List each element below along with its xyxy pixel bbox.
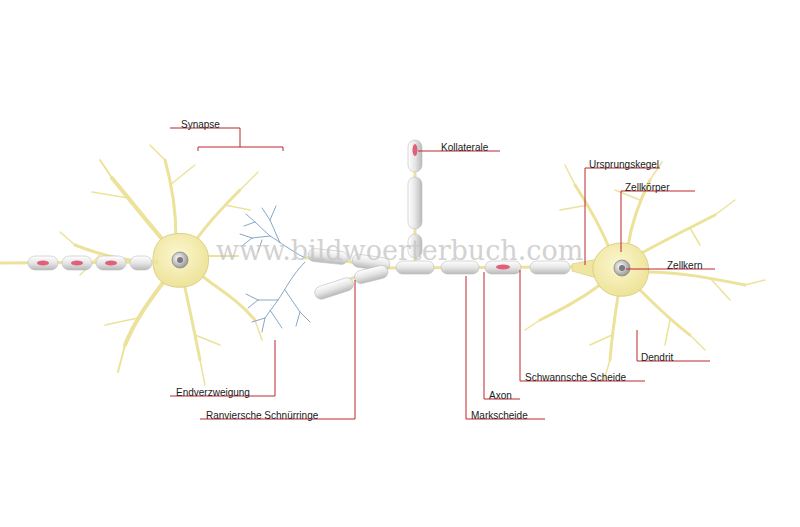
part-label: Ranviersche Schnürringe — [206, 410, 318, 421]
label-holder: Endverzweigung — [176, 382, 250, 400]
label-holder: Schwannsche Scheide — [525, 367, 626, 385]
part-label: Kollaterale — [441, 142, 488, 153]
label-holder: Ursprungskegel — [589, 154, 659, 172]
label-holder: Kollaterale — [441, 137, 488, 155]
myelin-middle — [307, 140, 570, 301]
part-label: Zellkern — [667, 260, 703, 271]
nucleolus-left — [177, 257, 183, 263]
part-label: Endverzweigung — [176, 387, 250, 398]
label-holder: Axon — [489, 385, 512, 403]
axon-middle — [305, 140, 575, 292]
watermark: www.bildwoerterbuch.com — [216, 235, 583, 266]
nucleolus-right — [619, 265, 625, 271]
part-label: Axon — [489, 390, 512, 401]
label-holder: www.bildwoerterbuch.com — [216, 236, 583, 266]
dendrites-right — [525, 162, 765, 380]
part-label: Schwannsche Scheide — [525, 372, 626, 383]
nucleus-left — [172, 252, 188, 268]
part-label: Markscheide — [471, 410, 528, 421]
cell-body-left — [153, 234, 209, 288]
myelin-left — [28, 256, 152, 270]
part-label: Dendrit — [641, 352, 673, 363]
label-holder: Zellkern — [667, 255, 703, 273]
terminal-branches — [240, 206, 310, 332]
nucleus-right — [614, 260, 630, 276]
part-label: Zellkörper — [625, 182, 669, 193]
leader-lines — [170, 128, 715, 419]
part-label: Ursprungskegel — [589, 159, 659, 170]
label-holder: Synapse — [181, 114, 220, 132]
label-holder: Zellkörper — [625, 177, 669, 195]
label-holder: Markscheide — [471, 405, 528, 423]
label-holder: Ranviersche Schnürringe — [206, 405, 318, 423]
label-holder: Dendrit — [641, 347, 673, 365]
part-label: Synapse — [181, 119, 220, 130]
